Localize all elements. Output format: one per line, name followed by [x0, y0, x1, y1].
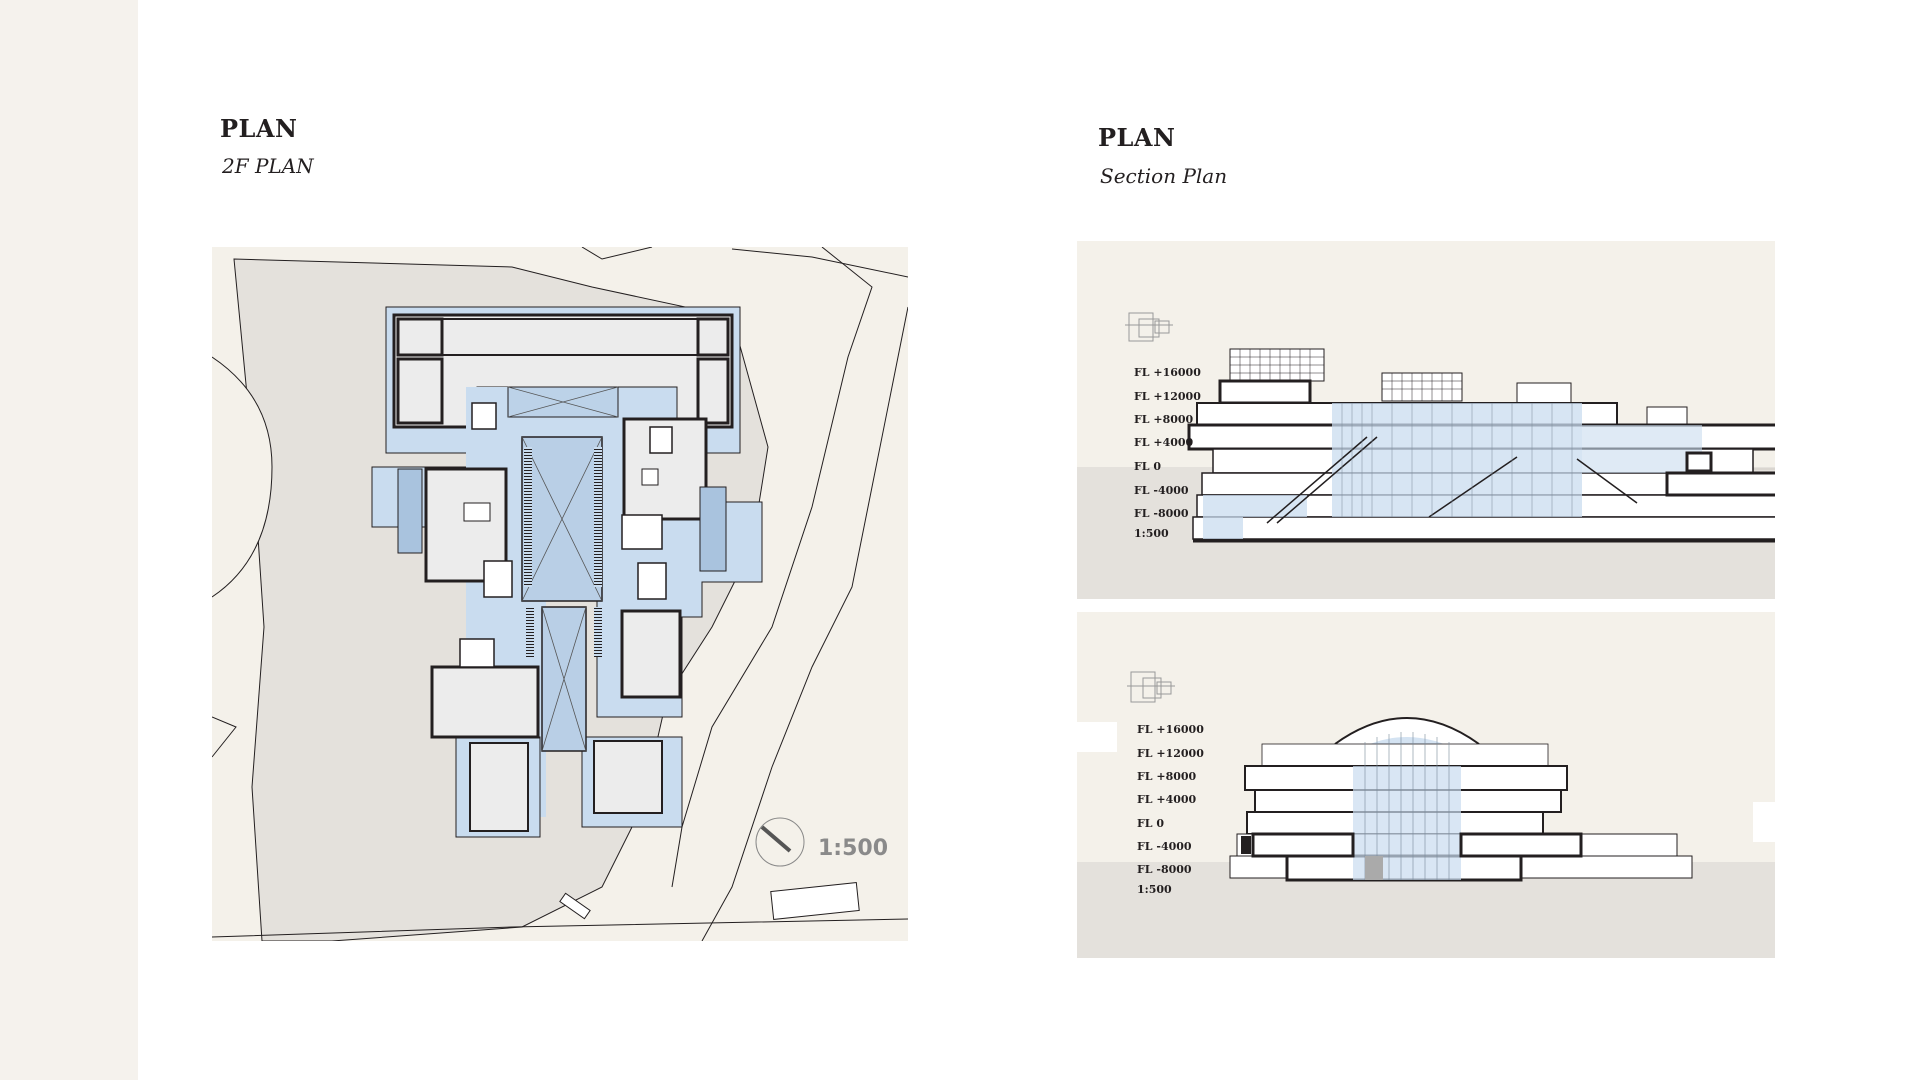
level-label: FL -4000 — [1134, 484, 1189, 497]
level-label: FL +16000 — [1134, 366, 1201, 379]
level-label: FL +8000 — [1137, 770, 1197, 783]
level-label: FL +4000 — [1134, 436, 1194, 449]
level-label: FL -4000 — [1137, 840, 1192, 853]
level-label: FL +12000 — [1134, 390, 1201, 403]
section-b-drawing: FL +16000 FL +12000 FL +8000 FL +4000 FL… — [1077, 612, 1775, 958]
floor-plan-drawing: 1:500 — [212, 247, 908, 941]
plan-heading-left: PLAN — [220, 114, 298, 143]
level-label: FL +16000 — [1137, 723, 1204, 736]
level-label: FL +8000 — [1134, 413, 1194, 426]
level-label: FL -8000 — [1137, 863, 1192, 876]
level-label: FL +12000 — [1137, 747, 1204, 760]
section-b-level-labels: FL +16000 FL +12000 FL +8000 FL +4000 FL… — [1137, 723, 1204, 896]
plan-scale-label: 1:500 — [818, 836, 888, 861]
section-scale-label: 1:500 — [1137, 883, 1172, 896]
side-strip — [0, 0, 138, 1080]
plan-subtitle-left: 2F PLAN — [222, 154, 314, 178]
plan-heading-right: PLAN — [1098, 123, 1176, 152]
level-label: FL 0 — [1137, 817, 1164, 830]
plan-subtitle-right: Section Plan — [1100, 164, 1228, 188]
key-plan-icon — [1127, 671, 1175, 703]
level-label: FL 0 — [1134, 460, 1161, 473]
section-a-drawing: FL +16000 FL +12000 FL +8000 FL +4000 FL… — [1077, 241, 1775, 599]
north-arrow-icon — [755, 817, 805, 867]
level-label: FL +4000 — [1137, 793, 1197, 806]
key-plan-icon — [1125, 312, 1173, 342]
section-a-level-labels: FL +16000 FL +12000 FL +8000 FL +4000 FL… — [1134, 366, 1201, 540]
section-scale-label: 1:500 — [1134, 527, 1169, 540]
level-label: FL -8000 — [1134, 507, 1189, 520]
